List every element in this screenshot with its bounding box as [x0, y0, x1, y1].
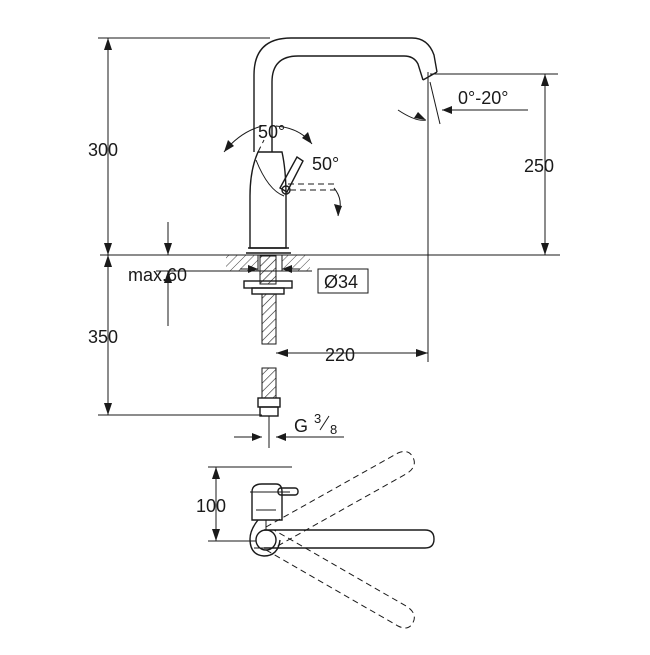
label-below-counter: 350	[88, 327, 118, 347]
label-thread-prefix: G	[294, 416, 308, 436]
dim-spout-height	[541, 74, 549, 255]
label-handle-angle-side: 50°	[312, 154, 339, 174]
dim-max-thickness	[156, 222, 226, 326]
handle-lever	[257, 139, 340, 195]
dim-total-height	[104, 38, 112, 255]
label-spout-height: 250	[524, 156, 554, 176]
label-top-view-depth: 100	[196, 496, 226, 516]
label-thread-den: 8	[330, 422, 337, 437]
faucet-body	[246, 151, 291, 254]
spout	[253, 37, 438, 152]
dim-spout-tilt	[397, 81, 528, 125]
label-spout-reach: 220	[325, 345, 355, 365]
label-spout-tilt: 0°-20°	[458, 88, 508, 108]
body-top	[250, 483, 299, 530]
thread-fraction-slash	[319, 415, 330, 431]
dim-spout-reach	[276, 349, 428, 357]
dim-handle-angle-side	[333, 187, 342, 217]
dim-below-counter	[104, 255, 112, 415]
dim-hole-diameter	[240, 265, 369, 294]
swivel-range-dashed	[265, 451, 415, 629]
supply-hoses	[257, 255, 281, 448]
label-handle-angle-top: 50°	[258, 122, 285, 142]
dim-top-view-depth	[212, 467, 220, 541]
base-top	[249, 519, 281, 557]
dim-handle-angle-top	[223, 125, 313, 153]
top-view: 100	[196, 451, 435, 629]
side-view: 300 350 250 220 max.60	[88, 37, 560, 448]
spout-top	[264, 529, 435, 549]
label-hole-diameter: Ø34	[324, 272, 358, 292]
dim-thread	[234, 433, 344, 441]
label-max-thickness: max.60	[128, 265, 187, 285]
label-thread-num: 3	[314, 411, 321, 426]
label-total-height: 300	[88, 140, 118, 160]
